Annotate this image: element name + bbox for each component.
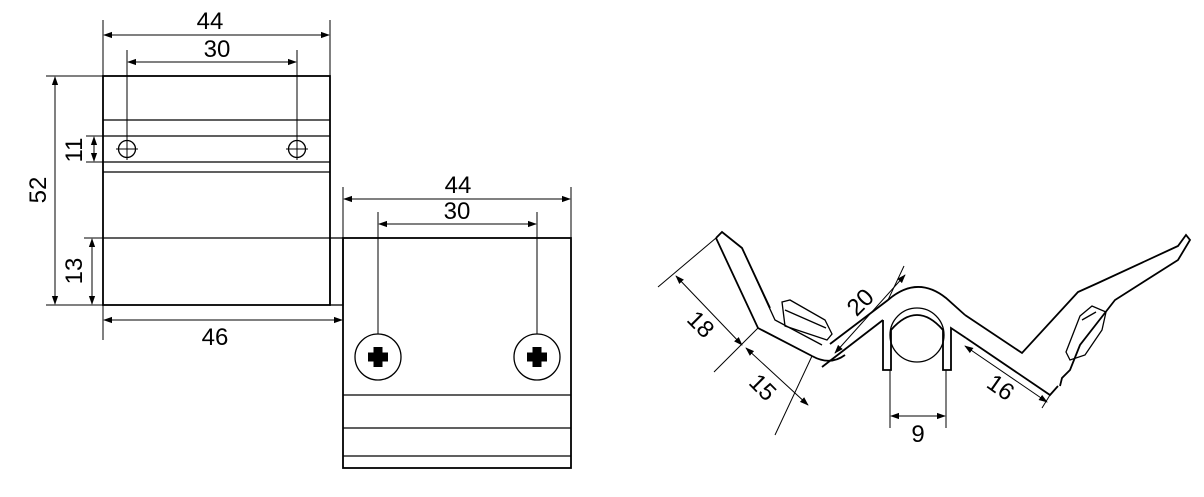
dim-profile-16: 16 — [964, 345, 1051, 409]
hinge-pin — [889, 307, 945, 363]
upper-leaf-outline — [102, 75, 331, 306]
dim-label-15: 15 — [743, 369, 781, 407]
dim-label-20: 20 — [842, 284, 880, 322]
screw-right — [513, 333, 561, 381]
mount-hole-left — [116, 138, 138, 160]
dim-label-30-lower: 30 — [444, 198, 471, 225]
dim-label-30-top: 30 — [204, 36, 231, 63]
dim-hole-band: 11 — [61, 135, 103, 163]
dim-label-44-top: 44 — [197, 8, 224, 35]
screw-left — [354, 333, 402, 381]
dim-width-top: 44 — [102, 8, 331, 76]
dim-label-9: 9 — [911, 421, 924, 448]
lower-leaf — [342, 237, 572, 469]
dim-lower-band: 13 — [61, 237, 103, 305]
upper-leaf — [102, 75, 331, 306]
dim-overall-height: 52 — [25, 75, 103, 306]
dim-hole-spacing-top: 30 — [126, 36, 298, 140]
lower-leaf-outline — [342, 237, 572, 469]
dim-profile-15: 15 — [743, 347, 813, 436]
dim-label-11: 11 — [61, 138, 88, 163]
dim-base-width: 46 — [102, 305, 344, 351]
dim-width-lower: 44 — [342, 172, 572, 238]
dim-label-16: 16 — [982, 369, 1019, 406]
dim-profile-20: 20 — [834, 265, 906, 354]
dim-label-18: 18 — [681, 306, 719, 344]
dim-label-46: 46 — [202, 324, 229, 351]
dim-label-13: 13 — [61, 258, 88, 285]
dim-label-52: 52 — [25, 177, 52, 204]
dim-label-44-lower: 44 — [445, 172, 472, 199]
mount-hole-right — [286, 138, 308, 160]
hinge-knuckle — [329, 237, 344, 306]
hinge-profile — [715, 230, 1192, 397]
dim-profile-18: 18 — [657, 237, 759, 373]
dim-screw-spacing: 30 — [377, 198, 538, 334]
dim-profile-9: 9 — [889, 370, 947, 448]
